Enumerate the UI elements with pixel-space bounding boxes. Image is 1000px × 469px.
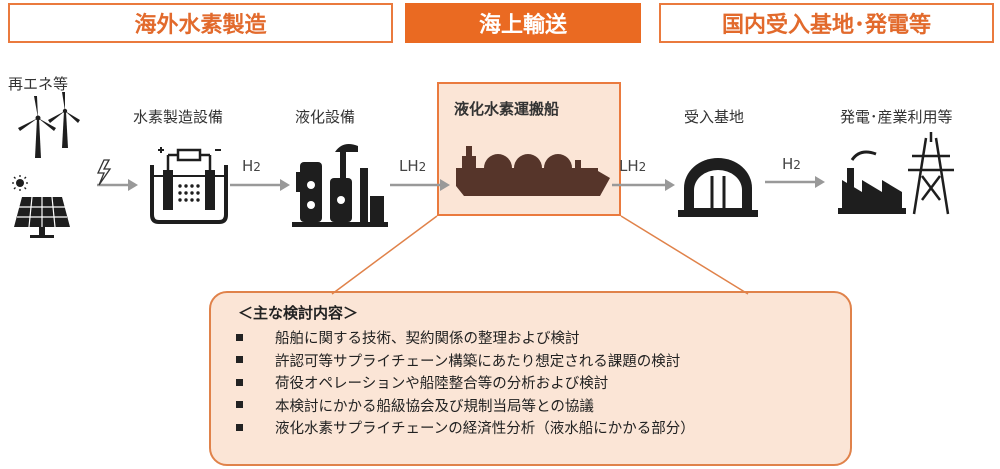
callout-line-left [331, 215, 438, 295]
details-title: ＜主な検討内容＞ [238, 304, 359, 322]
list-item: 船舶に関する技術、契約関係の整理および検討 [236, 328, 695, 351]
phase-domestic-label: 国内受入基地･発電等 [721, 13, 931, 38]
details-list: 船舶に関する技術、契約関係の整理および検討 許認可等サプライチェーン構築にあたり… [236, 328, 695, 441]
receiving-terminal-icon [678, 158, 758, 217]
factory-pylon-icon [838, 132, 954, 215]
phase-overseas-label: 海外水素製造 [134, 13, 267, 38]
callout-line-right [620, 215, 749, 295]
electrolyzer-icon [150, 147, 228, 224]
flow-label-h2-terminal: H2 [782, 155, 801, 173]
stage-carrier-label: 液化水素運搬船 [454, 100, 560, 118]
bullet-icon [236, 378, 243, 386]
stage-renewable-label: 再エネ等 [8, 75, 69, 93]
phase-maritime-label: 海上輸送 [478, 13, 567, 38]
stage-liquefaction-label: 液化設備 [295, 108, 356, 126]
phase-overseas-production: 海外水素製造 [8, 3, 393, 43]
list-item: 液化水素サプライチェーンの経済性分析（液水船にかかる部分） [236, 418, 695, 441]
phase-maritime-transport: 海上輸送 [405, 3, 641, 43]
sun-icon [12, 175, 28, 191]
phase-domestic-terminal: 国内受入基地･発電等 [659, 3, 994, 43]
liquefaction-plant-icon [292, 144, 388, 227]
list-item: 本検討にかかる船級協会及び規制当局等との協議 [236, 396, 695, 419]
lh2-carrier-ship-icon [456, 146, 610, 196]
flow-label-lh2-carrier: LH2 [619, 157, 647, 175]
lightning-icon [96, 159, 112, 186]
list-item: 許認可等サプライチェーン構築にあたり想定される課題の検討 [236, 351, 695, 374]
bullet-icon [236, 423, 243, 431]
bullet-icon [236, 356, 243, 363]
bullet-icon [236, 333, 243, 341]
flow-label-lh2-liquefaction: LH2 [399, 157, 427, 175]
stage-production-label: 水素製造設備 [133, 108, 224, 126]
flow-arrows [97, 176, 825, 191]
details-callout-box [209, 291, 852, 466]
list-item: 荷役オペレーションや船陸整合等の分析および検討 [236, 373, 695, 396]
stage-power-label: 発電･産業利用等 [840, 108, 953, 126]
bullet-icon [236, 401, 243, 408]
wind-turbine-icon [18, 92, 80, 158]
solar-panel-icon [14, 196, 70, 238]
stage-terminal-label: 受入基地 [684, 108, 745, 126]
flow-label-h2-production: H2 [242, 157, 261, 175]
